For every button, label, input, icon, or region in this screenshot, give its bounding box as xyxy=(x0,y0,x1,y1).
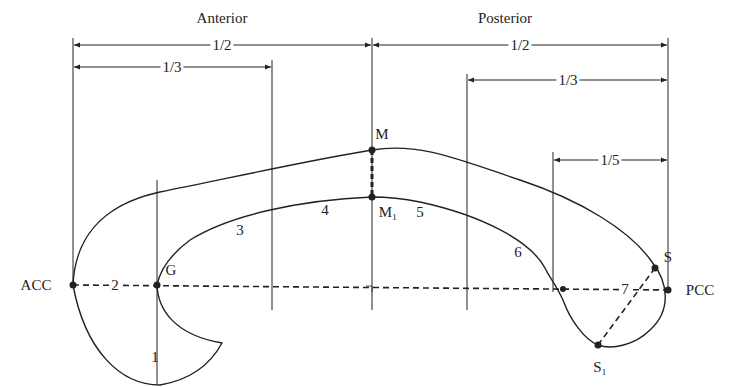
landmark-dot xyxy=(560,286,566,292)
landmark-dot xyxy=(595,342,602,349)
fraction-label: 1/3 xyxy=(556,73,579,88)
fraction-label: 1/2 xyxy=(508,38,531,53)
region-number: 5 xyxy=(414,205,426,220)
splenium-line xyxy=(598,268,655,345)
landmark-dot xyxy=(70,282,77,289)
landmark-dot xyxy=(154,282,161,289)
guide-line xyxy=(272,60,273,310)
region-number: 6 xyxy=(512,245,524,260)
region-number: 7 xyxy=(619,282,631,297)
point-label: G xyxy=(164,263,179,278)
guide-line xyxy=(372,38,373,310)
point-label: M xyxy=(373,127,390,142)
fraction-label: 1/2 xyxy=(210,38,233,53)
landmark-dot xyxy=(369,194,376,201)
point-label: ACC xyxy=(19,278,54,293)
guide-line xyxy=(553,152,554,292)
fraction-label: 1/5 xyxy=(598,153,621,168)
fraction-label: 1/3 xyxy=(160,60,183,75)
region-heading: Posterior xyxy=(476,11,534,26)
point-label: S xyxy=(662,250,674,265)
landmark-dot xyxy=(665,287,672,294)
callosum-outline xyxy=(73,148,665,385)
right-angle-mark xyxy=(366,286,372,292)
region-number: 4 xyxy=(319,203,331,218)
midbody-line xyxy=(371,150,374,197)
guide-line xyxy=(467,74,468,310)
point-label: M₁ xyxy=(377,205,400,220)
point-label: S₁ xyxy=(591,360,609,375)
region-number: 2 xyxy=(109,278,121,293)
region-heading: Anterior xyxy=(195,11,250,26)
point-label: PCC xyxy=(684,283,716,298)
landmark-dot xyxy=(369,147,376,154)
region-number: 3 xyxy=(234,223,246,238)
landmark-dot xyxy=(652,265,659,272)
region-number: 1 xyxy=(149,350,161,365)
guide-line xyxy=(73,38,74,285)
